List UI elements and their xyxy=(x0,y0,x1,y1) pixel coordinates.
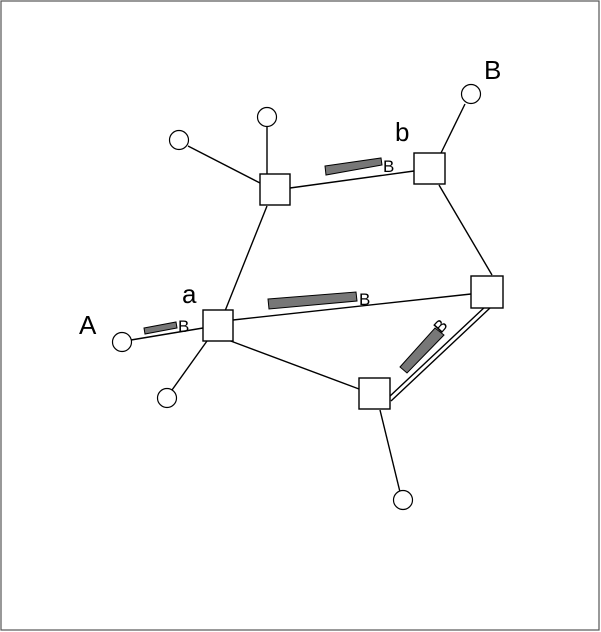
host-bottom xyxy=(392,489,414,511)
host-A xyxy=(111,331,133,353)
packet-3 xyxy=(324,157,383,176)
packet-2-label: B xyxy=(359,290,370,309)
link-a-host-lower xyxy=(171,340,208,391)
link-bottom-host xyxy=(379,409,401,493)
label-host-B: B xyxy=(484,55,501,85)
label-switch-a: a xyxy=(182,279,197,309)
host-B xyxy=(460,83,482,105)
switch-a xyxy=(202,309,234,342)
host-a-lower xyxy=(156,387,178,409)
link-top-to-a xyxy=(224,205,268,312)
host-top-left xyxy=(168,129,190,151)
packet-4 xyxy=(399,327,445,374)
switch-b xyxy=(413,152,446,185)
label-switch-b: b xyxy=(395,117,409,147)
label-host-A: A xyxy=(79,310,97,340)
host-top-up xyxy=(256,106,278,128)
link-a-to-bottom xyxy=(227,339,360,390)
link-B-host xyxy=(440,103,466,154)
link-top-host-left xyxy=(187,145,261,184)
packet-1-label: B xyxy=(178,317,189,336)
link-bottom-to-right xyxy=(388,304,491,402)
switch-top xyxy=(259,173,291,206)
link-a-to-right xyxy=(232,293,472,321)
switch-right xyxy=(470,275,504,309)
link-top-to-b xyxy=(289,170,415,189)
switch-bottom xyxy=(358,377,391,410)
link-A-host xyxy=(130,327,204,341)
link-b-to-right xyxy=(438,184,493,276)
packet-3-label: B xyxy=(383,157,394,176)
packet-2 xyxy=(267,291,358,310)
packet-1 xyxy=(143,321,178,335)
